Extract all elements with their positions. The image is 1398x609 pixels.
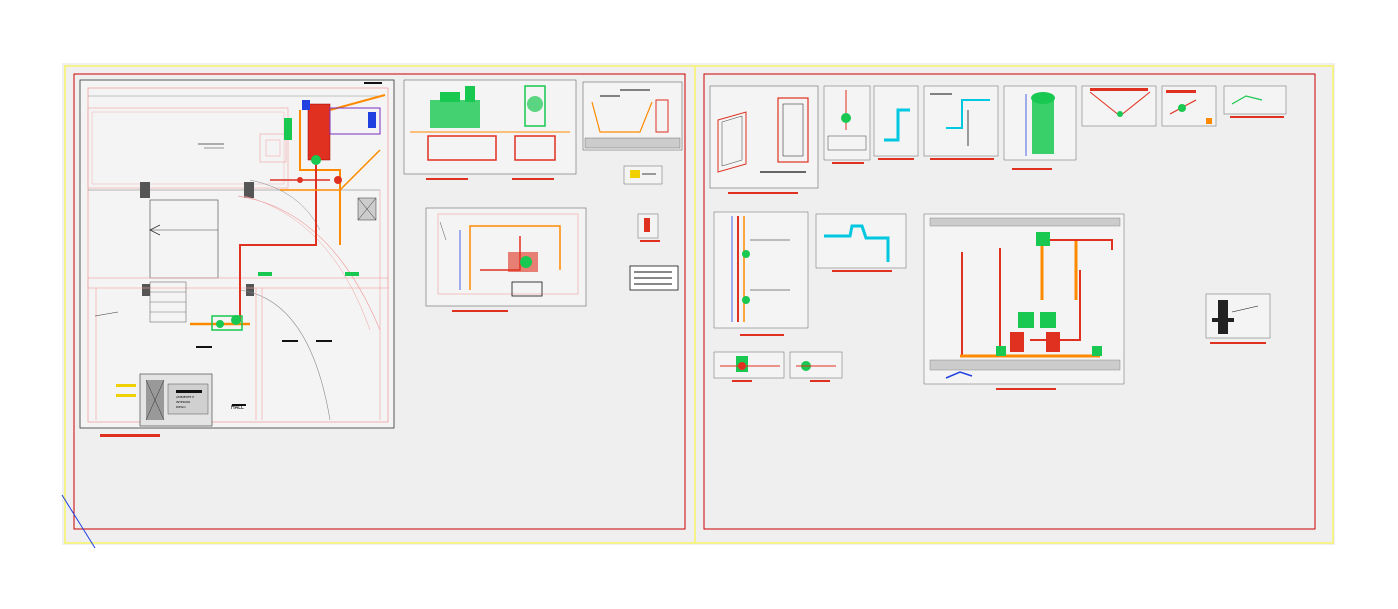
hose-cabinet-detail [709,85,819,194]
room-label-line-2: INTERIOR [176,400,190,404]
sprinkler-head-detail [823,85,871,164]
room-label-line-3: RIEGO [176,405,186,409]
pump-room-plan-detail [425,207,587,307]
pump-elevation-detail [403,79,577,180]
cyan-connection-detail [815,213,907,272]
pipe-hanger-detail-2 [1161,85,1217,127]
legend-box [629,265,679,291]
pump-room-plan-title-bar [452,310,508,312]
room-label-line-1: AMBIENTE P [176,395,194,399]
wall-section-detail [582,81,683,151]
small-valve-detail [623,165,663,185]
left-sheet-border [73,73,686,530]
floor-plan: HALL AMBIENTE P INTERIOR RIEGO [79,79,395,429]
floor-plan-title-bar [100,434,160,437]
right-sheet-border [703,73,1316,530]
pipe-riser-detail-cyan [873,85,919,160]
gauge-detail [1205,293,1271,344]
pipe-hanger-detail-1 [1081,85,1157,127]
small-pipe-detail-b [789,351,843,382]
riser-elevation-detail [713,211,809,336]
small-pipe-detail-a [713,351,785,382]
pump-room-elevation-detail [923,213,1125,390]
pipe-hanger-detail-3 [1223,85,1287,118]
pipe-support-detail [923,85,999,160]
hydrant-detail [637,213,660,242]
stray-blue-line [61,494,96,549]
outer-yellow-frame [64,65,1334,544]
check-valve-detail [1003,85,1077,170]
hall-label: HALL [231,405,244,411]
